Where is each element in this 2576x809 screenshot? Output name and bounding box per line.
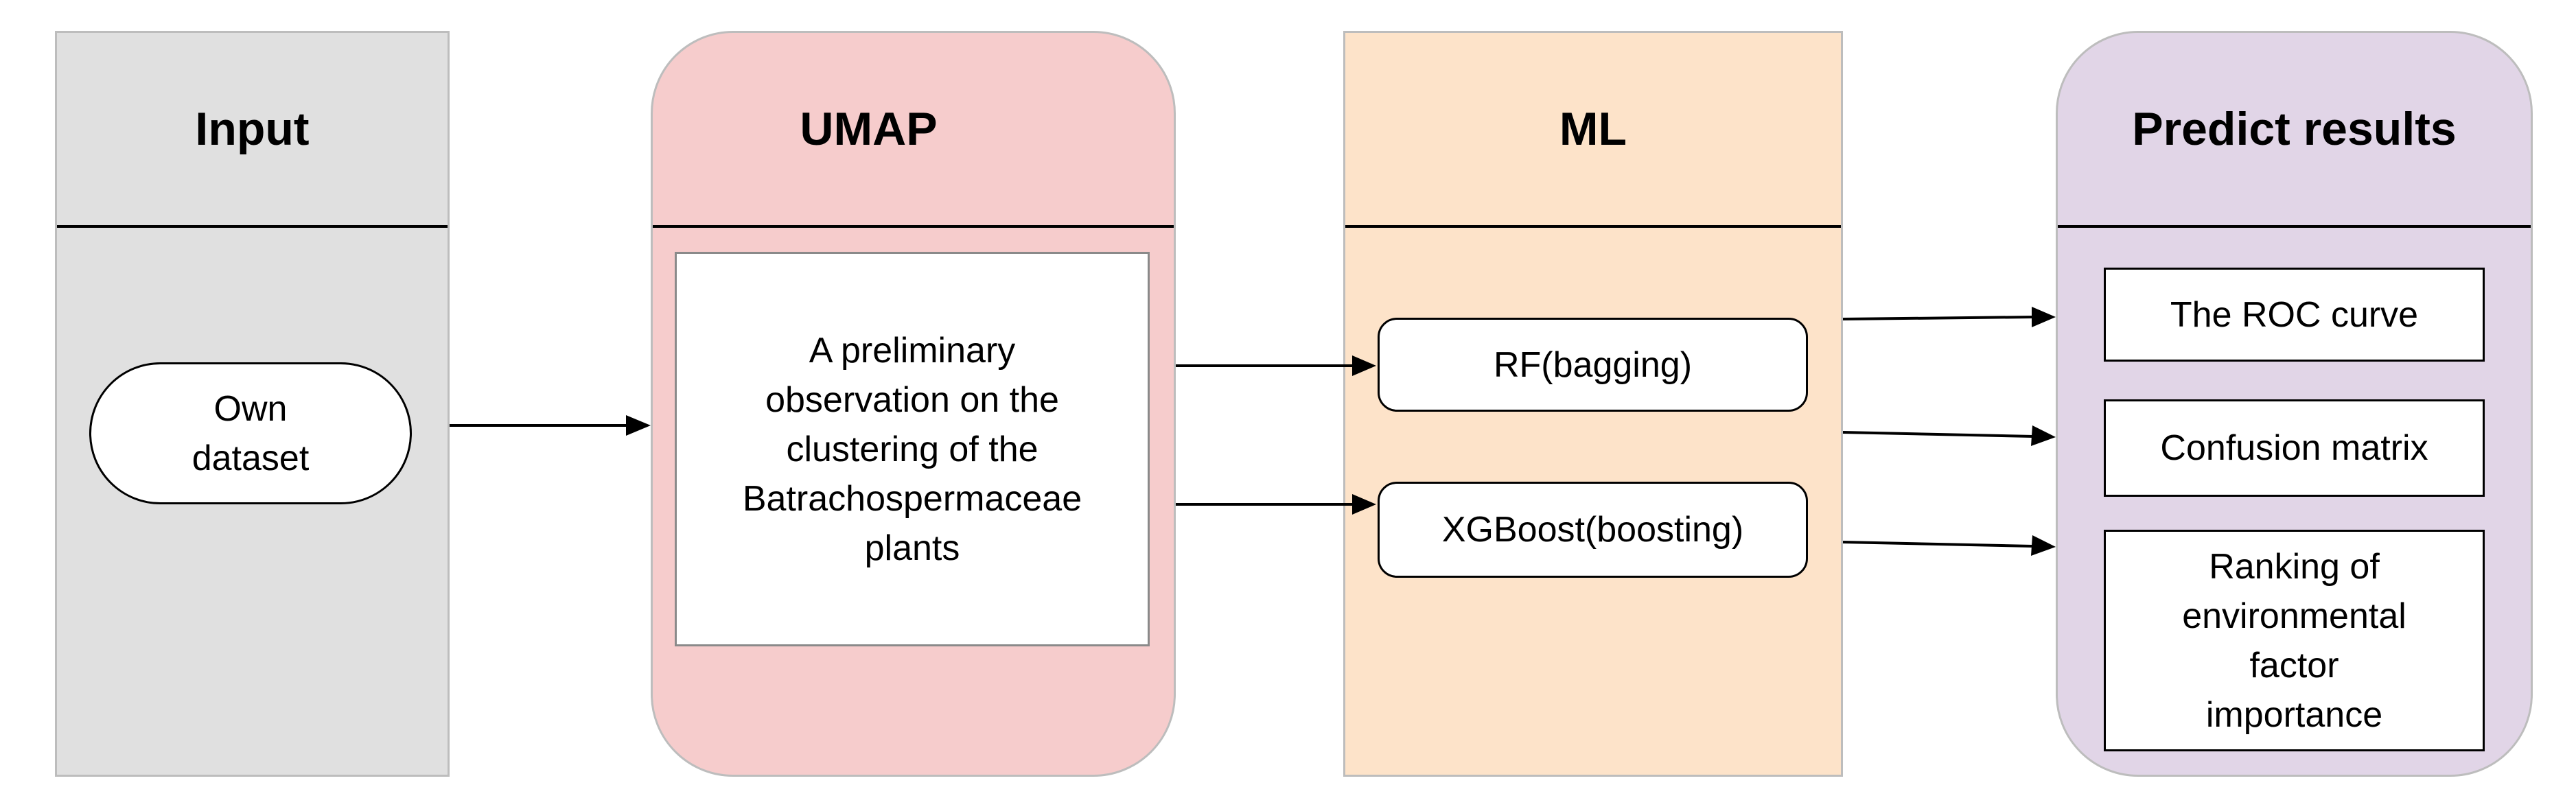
arrowhead [2031, 425, 2056, 446]
rf-node: RF(bagging) [1378, 318, 1808, 412]
arrowhead [626, 415, 651, 436]
predict-panel-title: Predict results [2058, 33, 2531, 228]
ml-panel-title: ML [1345, 33, 1841, 228]
arrow-ml-to-ranking [1842, 541, 2034, 548]
arrow-ml-to-roc [1842, 316, 2034, 320]
roc-curve-node: The ROC curve [2104, 268, 2485, 362]
input-panel-title: Input [57, 33, 448, 228]
confusion-matrix-node: Confusion matrix [2104, 399, 2485, 497]
arrow-ml-to-confusion [1842, 431, 2034, 438]
umap-observation-node: A preliminary observation on the cluster… [675, 252, 1150, 646]
ranking-node: Ranking of environmental factor importan… [2104, 530, 2485, 751]
arrowhead [1352, 494, 1376, 515]
arrowhead [2031, 535, 2056, 556]
own-dataset-node: Own dataset [89, 362, 412, 504]
arrowhead [1352, 355, 1376, 376]
arrowhead [2032, 307, 2056, 327]
umap-panel-title: UMAP [653, 33, 1174, 228]
xgboost-node: XGBoost(boosting) [1378, 482, 1808, 578]
